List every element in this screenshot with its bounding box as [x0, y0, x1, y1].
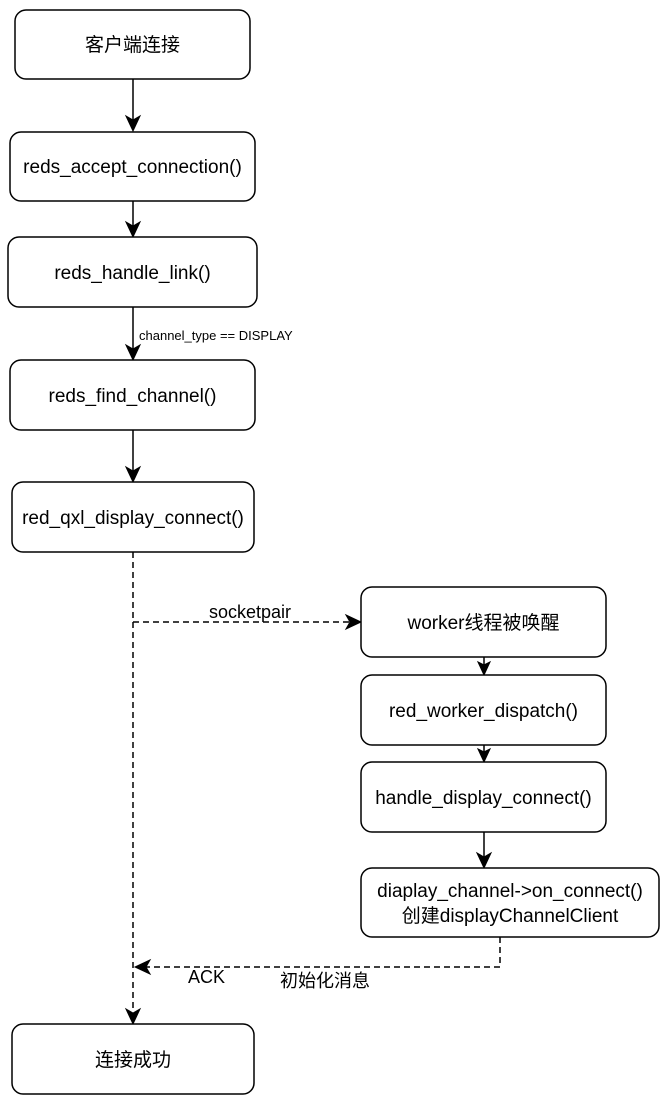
arrow-head [476, 660, 492, 677]
arrow-head [124, 114, 142, 133]
edge-ack-return [145, 937, 501, 968]
arrow-head [133, 958, 152, 976]
node-worker-wakeup[interactable]: worker线程被唤醒 [360, 586, 607, 658]
node-label: reds_handle_link() [54, 263, 210, 284]
node-label: 连接成功 [95, 1049, 171, 1071]
arrow-head [124, 1007, 142, 1026]
node-label-line2: 创建displayChannelClient [402, 905, 619, 927]
node-connect-success[interactable]: 连接成功 [11, 1023, 255, 1095]
node-label: 客户端连接 [85, 34, 180, 56]
arrow-head [124, 465, 142, 484]
node-handle-display-connect[interactable]: handle_display_connect() [360, 761, 607, 833]
arrow-head [475, 851, 493, 870]
arrow-head [124, 220, 142, 239]
node-worker-dispatch[interactable]: red_worker_dispatch() [360, 674, 607, 746]
node-label: reds_accept_connection() [23, 157, 242, 178]
node-handle-link[interactable]: reds_handle_link() [7, 236, 258, 308]
node-label: red_qxl_display_connect() [22, 508, 244, 529]
node-display-connect[interactable]: red_qxl_display_connect() [11, 481, 255, 553]
edges [124, 79, 501, 1026]
node-label-line1: diaplay_channel->on_connect() [377, 881, 643, 902]
node-find-channel[interactable]: reds_find_channel() [9, 359, 256, 431]
node-accept-connection[interactable]: reds_accept_connection() [9, 131, 256, 202]
edge-label-init-message: 初始化消息 [280, 971, 370, 991]
node-label: worker线程被唤醒 [406, 612, 559, 634]
edge-label-socketpair: socketpair [209, 602, 291, 622]
node-label: red_worker_dispatch() [389, 701, 578, 722]
node-label: reds_find_channel() [49, 386, 217, 407]
node-on-connect[interactable]: diaplay_channel->on_connect() 创建displayC… [360, 867, 660, 938]
node-client-connect[interactable]: 客户端连接 [14, 9, 251, 80]
arrow-head [124, 343, 142, 362]
node-label: handle_display_connect() [375, 788, 592, 809]
edge-label-ack: ACK [188, 967, 225, 987]
arrow-head [476, 747, 492, 764]
edge-label-channel-type: channel_type == DISPLAY [139, 328, 293, 343]
arrow-head [344, 613, 363, 631]
